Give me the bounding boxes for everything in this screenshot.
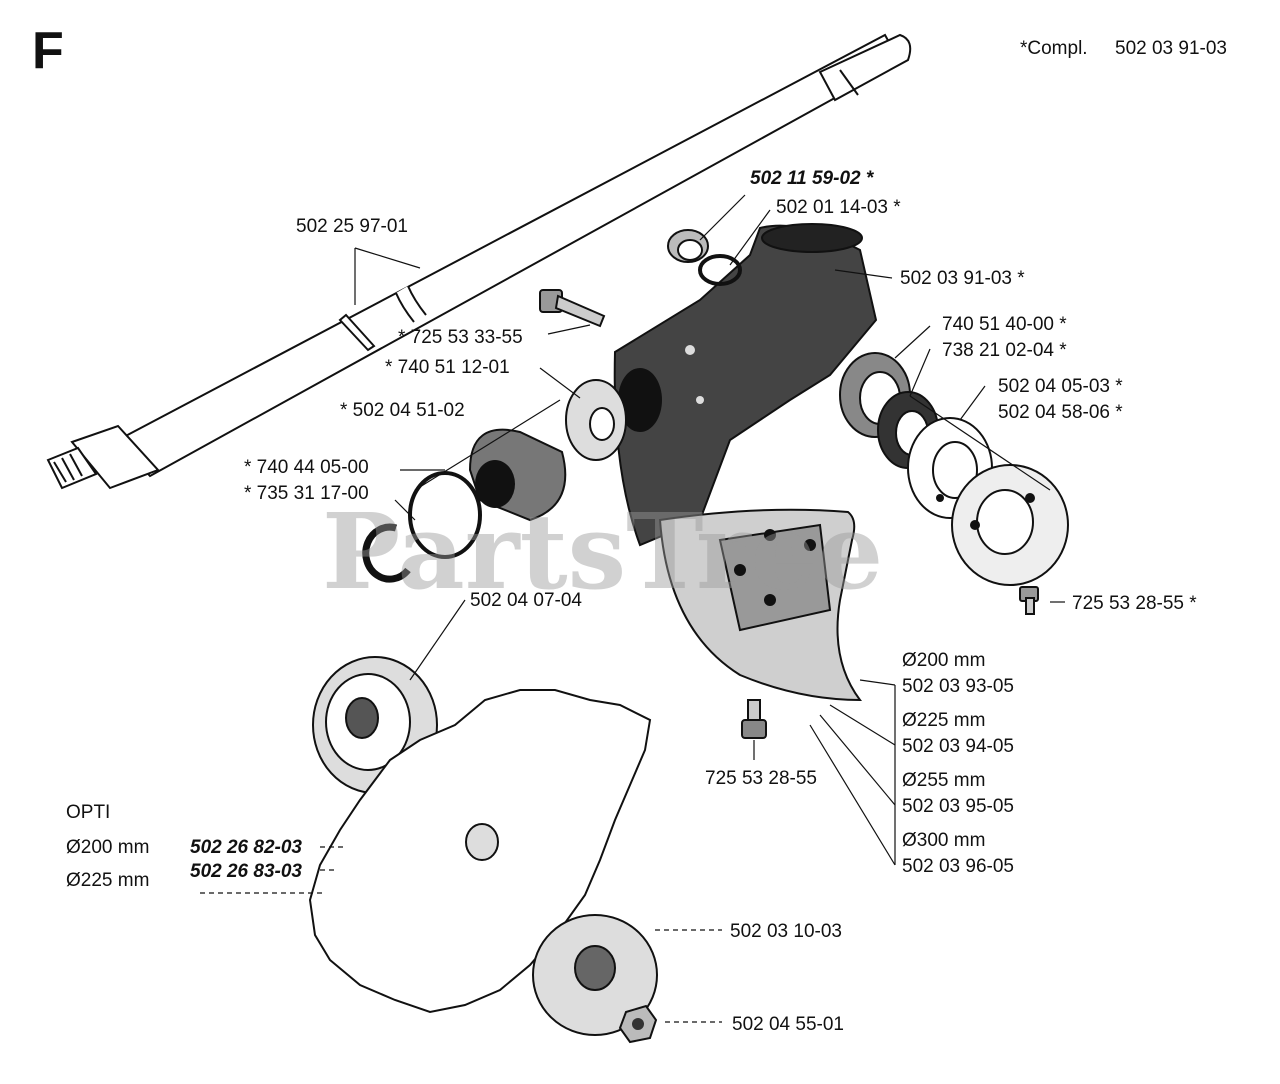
label-sleeve-502-04-51: * 502 04 51-02 (340, 400, 465, 421)
label-guard-300: Ø300 mm (902, 830, 985, 851)
label-guard-300-no: 502 03 96-05 (902, 856, 1014, 877)
label-opti-225: Ø225 mm (66, 870, 149, 891)
drive-tube (46, 33, 912, 490)
label-washer-502-04-05: 502 04 05-03 * (998, 376, 1123, 397)
screw-725-53-28-left (741, 699, 767, 739)
label-guard-255: Ø255 mm (902, 770, 985, 791)
label-oring-740-44-05: * 740 44 05-00 (244, 457, 369, 478)
nut-502-04-55 (618, 1004, 658, 1044)
label-bearing-740-51-40: 740 51 40-00 * (942, 314, 1067, 335)
label-opti-225-no: 502 26 83-03 (190, 861, 302, 882)
screw-725-53-33 (539, 289, 606, 328)
label-gearhead-nut: 502 11 59-02 * (750, 168, 875, 189)
label-opti: OPTI (66, 802, 110, 823)
label-guard-200-no: 502 03 93-05 (902, 676, 1014, 697)
label-guard-225: Ø225 mm (902, 710, 985, 731)
label-guard-225-no: 502 03 94-05 (902, 736, 1014, 757)
label-gearhead-oring: 502 01 14-03 * (776, 197, 901, 218)
support-cup (532, 914, 658, 1036)
circlip-735-31-17 (362, 523, 411, 583)
label-screw-725-53-28-right: 725 53 28-55 * (1072, 593, 1197, 614)
saw-blade (308, 689, 652, 1014)
label-bearing-738-21-02: 738 21 02-04 * (942, 340, 1067, 361)
label-guard-200: Ø200 mm (902, 650, 985, 671)
label-guard-255-no: 502 03 95-05 (902, 796, 1014, 817)
sleeve-502-04-51 (468, 428, 567, 522)
gearhead-nut (667, 229, 709, 263)
label-opti-200: Ø200 mm (66, 837, 149, 858)
label-housing: 502 03 91-03 * (900, 268, 1025, 289)
guard (658, 508, 862, 702)
label-bearing-740-51-12: * 740 51 12-01 (385, 357, 510, 378)
label-nut: 502 04 55-01 (732, 1014, 844, 1035)
compl-number: 502 03 91-03 (1115, 38, 1227, 59)
label-screw-725-53-33: * 725 53 33-55 (398, 327, 523, 348)
leader-lines (200, 194, 1065, 1023)
compl-label: *Compl. (1020, 38, 1088, 59)
label-opti-200-no: 502 26 82-03 (190, 837, 302, 858)
bearing-740-51-12 (565, 379, 627, 461)
label-circlip-735-31-17: * 735 31 17-00 (244, 483, 369, 504)
gear-housing (613, 223, 878, 547)
label-support-cup: 502 03 10-03 (730, 921, 842, 942)
flange-502-04-58 (951, 464, 1069, 586)
label-drive-disc: 502 04 07-04 (470, 590, 582, 611)
gearhead-oring (698, 254, 742, 286)
watermark: PartsTree (322, 490, 883, 613)
screw-725-53-28-right (1019, 586, 1039, 615)
label-flange-502-04-58: 502 04 58-06 * (998, 402, 1123, 423)
label-tube: 502 25 97-01 (296, 216, 408, 237)
section-letter: F (32, 22, 64, 80)
label-screw-725-53-28-left: 725 53 28-55 (705, 768, 817, 789)
